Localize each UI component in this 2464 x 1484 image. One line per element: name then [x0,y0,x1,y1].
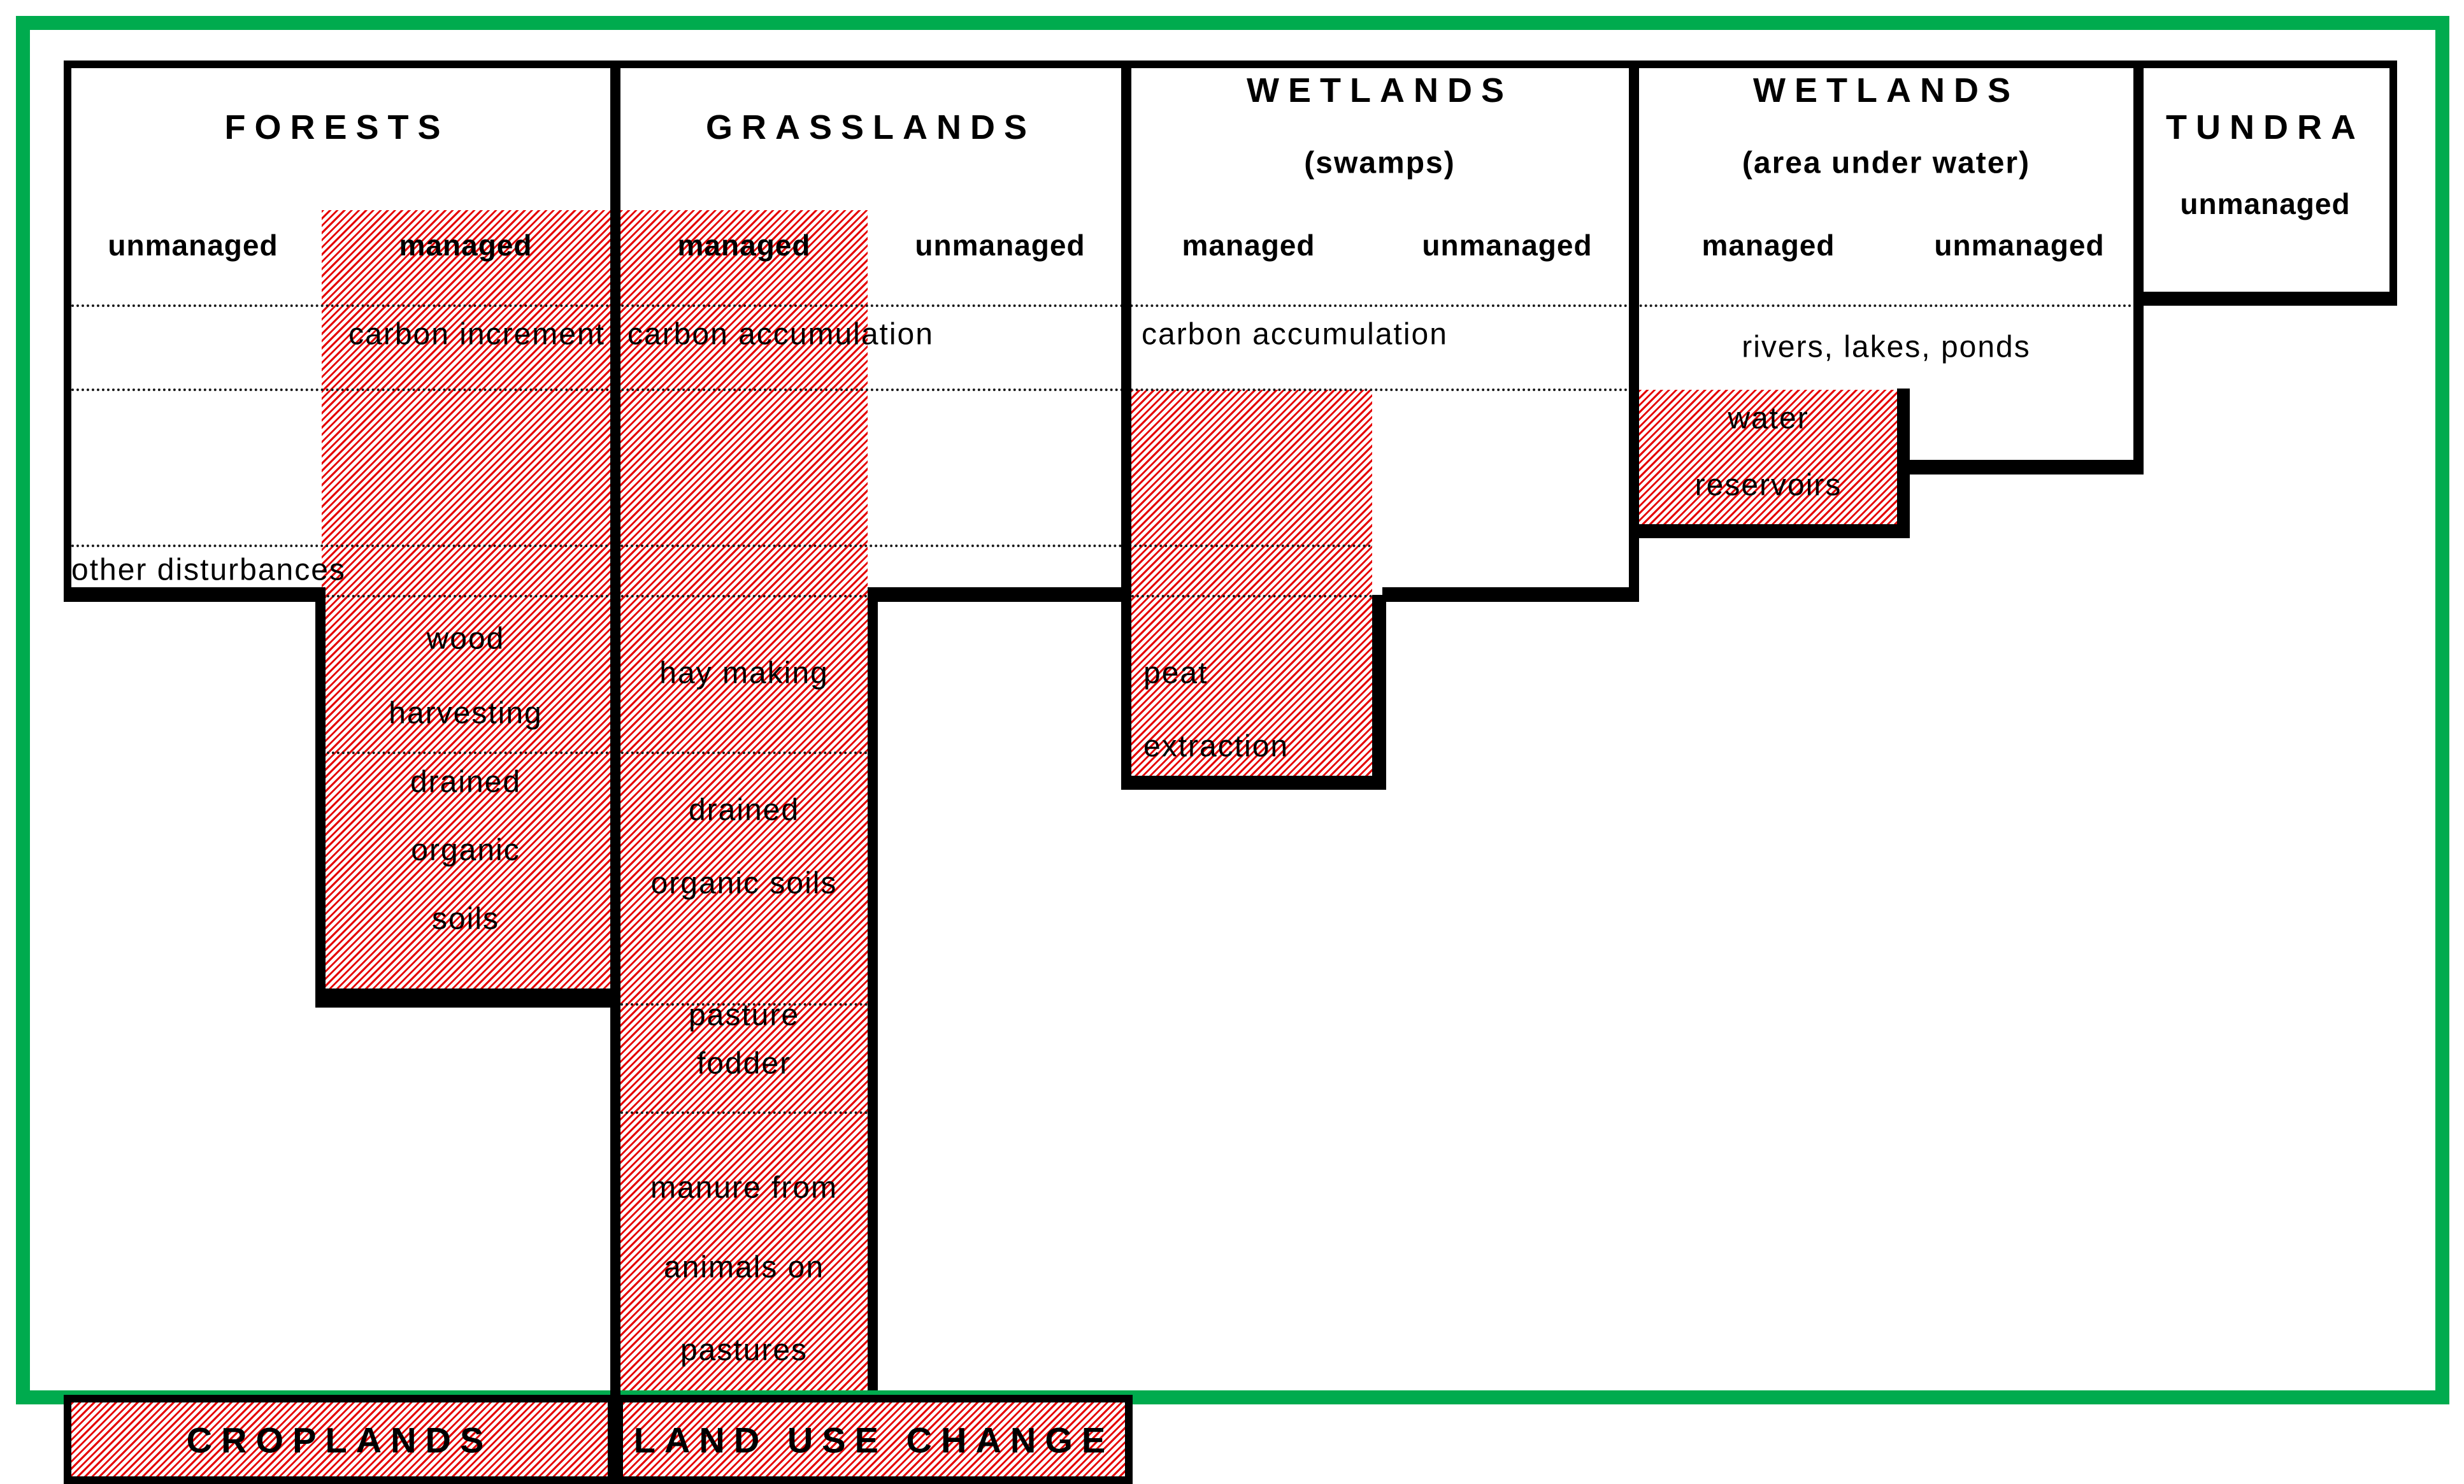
cell-carbon-accumulation-grasslands: carbon accumulation [627,317,934,352]
swamps-unmanaged-bottom-border [1382,587,1639,602]
row-divider-activities-top-swamps [1131,595,1372,597]
row-divider-manure-top [620,1111,868,1114]
cell-drained-soils-forests-line3: soils [431,902,500,936]
water-managed-label: managed [1701,229,1835,262]
table-top-border [64,61,2397,68]
hatch-forests-managed [322,210,610,988]
grasslands-managed-right-border [868,587,878,1390]
tundra-bottom-border [2138,292,2397,306]
forests-managed-label: managed [399,229,533,262]
cell-pasture-fodder-line1: pasture [688,998,800,1032]
reservoirs-bottom-border [1634,524,1910,538]
cell-rivers-lakes-ponds: rivers, lakes, ponds [1742,330,2031,364]
grasslands-title: GRASSLANDS [705,108,1036,146]
cell-hay-making: hay making [659,656,829,690]
row-divider-pasture-top [620,1003,868,1006]
wetlands-water-subtitle: (area under water) [1742,146,2031,180]
cell-drained-soils-forests-line2: organic [411,833,520,867]
land-use-change-label: LAND USE CHANGE [633,1420,1115,1460]
cell-pasture-fodder-line2: fodder [696,1046,792,1081]
table-left-border [64,61,71,602]
forests-unmanaged-bottom-border [64,587,322,602]
hatch-grasslands-managed [620,210,868,1390]
tundra-right-border [2389,61,2397,306]
cell-manure-line1: manure from [650,1171,838,1205]
hatch-water-reservoirs [1639,390,1897,524]
peat-box-right-border [1372,595,1386,790]
cell-other-disturbances: other disturbances [71,553,346,587]
cell-carbon-accumulation-swamps: carbon accumulation [1142,317,1448,352]
row-divider-carbon-bottom [71,389,1629,391]
row-divider-disturbances-top [71,545,1372,547]
cell-manure-line3: pastures [680,1333,808,1367]
forests-title: FORESTS [224,108,450,146]
cell-carbon-increment: carbon increment [348,317,605,352]
reservoirs-right-border [1897,389,1910,538]
tundra-unmanaged-label: unmanaged [2180,187,2351,220]
divider-forests-grasslands [610,61,620,1484]
tundra-title: TUNDRA [2166,108,2365,146]
cell-wood-harvesting-line1: wood [426,622,505,656]
wetlands-swamps-subtitle: (swamps) [1304,146,1456,180]
peat-box-bottom-border [1121,776,1386,790]
swamps-managed-label: managed [1182,229,1315,262]
row-divider-activities-top-left [322,595,868,597]
croplands-box [64,1395,615,1484]
cell-water-reservoirs-line1: water [1728,401,1809,436]
wetlands-water-title: WETLANDS [1753,71,2019,110]
cell-peat-extraction-line1: peat [1143,656,1208,690]
row-divider-drained-top [322,752,868,754]
cell-wood-harvesting-line2: harvesting [389,696,543,731]
cell-drained-soils-grasslands-line1: drained [688,793,800,827]
hatch-swamps-managed [1131,390,1372,776]
grasslands-unmanaged-label: unmanaged [915,229,1085,262]
swamps-unmanaged-label: unmanaged [1422,229,1593,262]
forests-unmanaged-label: unmanaged [108,229,278,262]
green-frame [16,16,2449,1404]
cell-water-reservoirs-line2: reservoirs [1694,468,1842,503]
grasslands-managed-label: managed [677,229,811,262]
water-unmanaged-label: unmanaged [1934,229,2105,262]
cell-manure-line2: animals on [663,1250,825,1285]
water-unmanaged-bottom-border [1905,460,2144,474]
divider-swamps-water [1629,61,1639,602]
row-divider-header-bottom [71,304,2138,307]
divider-water-tundra [2133,61,2144,474]
cell-peat-extraction-line2: extraction [1143,729,1289,764]
grasslands-unmanaged-bottom-border [874,587,1131,602]
land-use-change-box [615,1395,1133,1484]
cell-drained-soils-grasslands-line2: organic soils [650,866,838,901]
wetlands-swamps-title: WETLANDS [1247,71,1513,110]
forests-managed-bottom-border [315,988,620,1008]
croplands-label: CROPLANDS [186,1420,493,1460]
forests-managed-left-border [315,587,326,1008]
cell-drained-soils-forests-line1: drained [410,765,522,799]
divider-grasslands-swamps [1121,61,1131,790]
